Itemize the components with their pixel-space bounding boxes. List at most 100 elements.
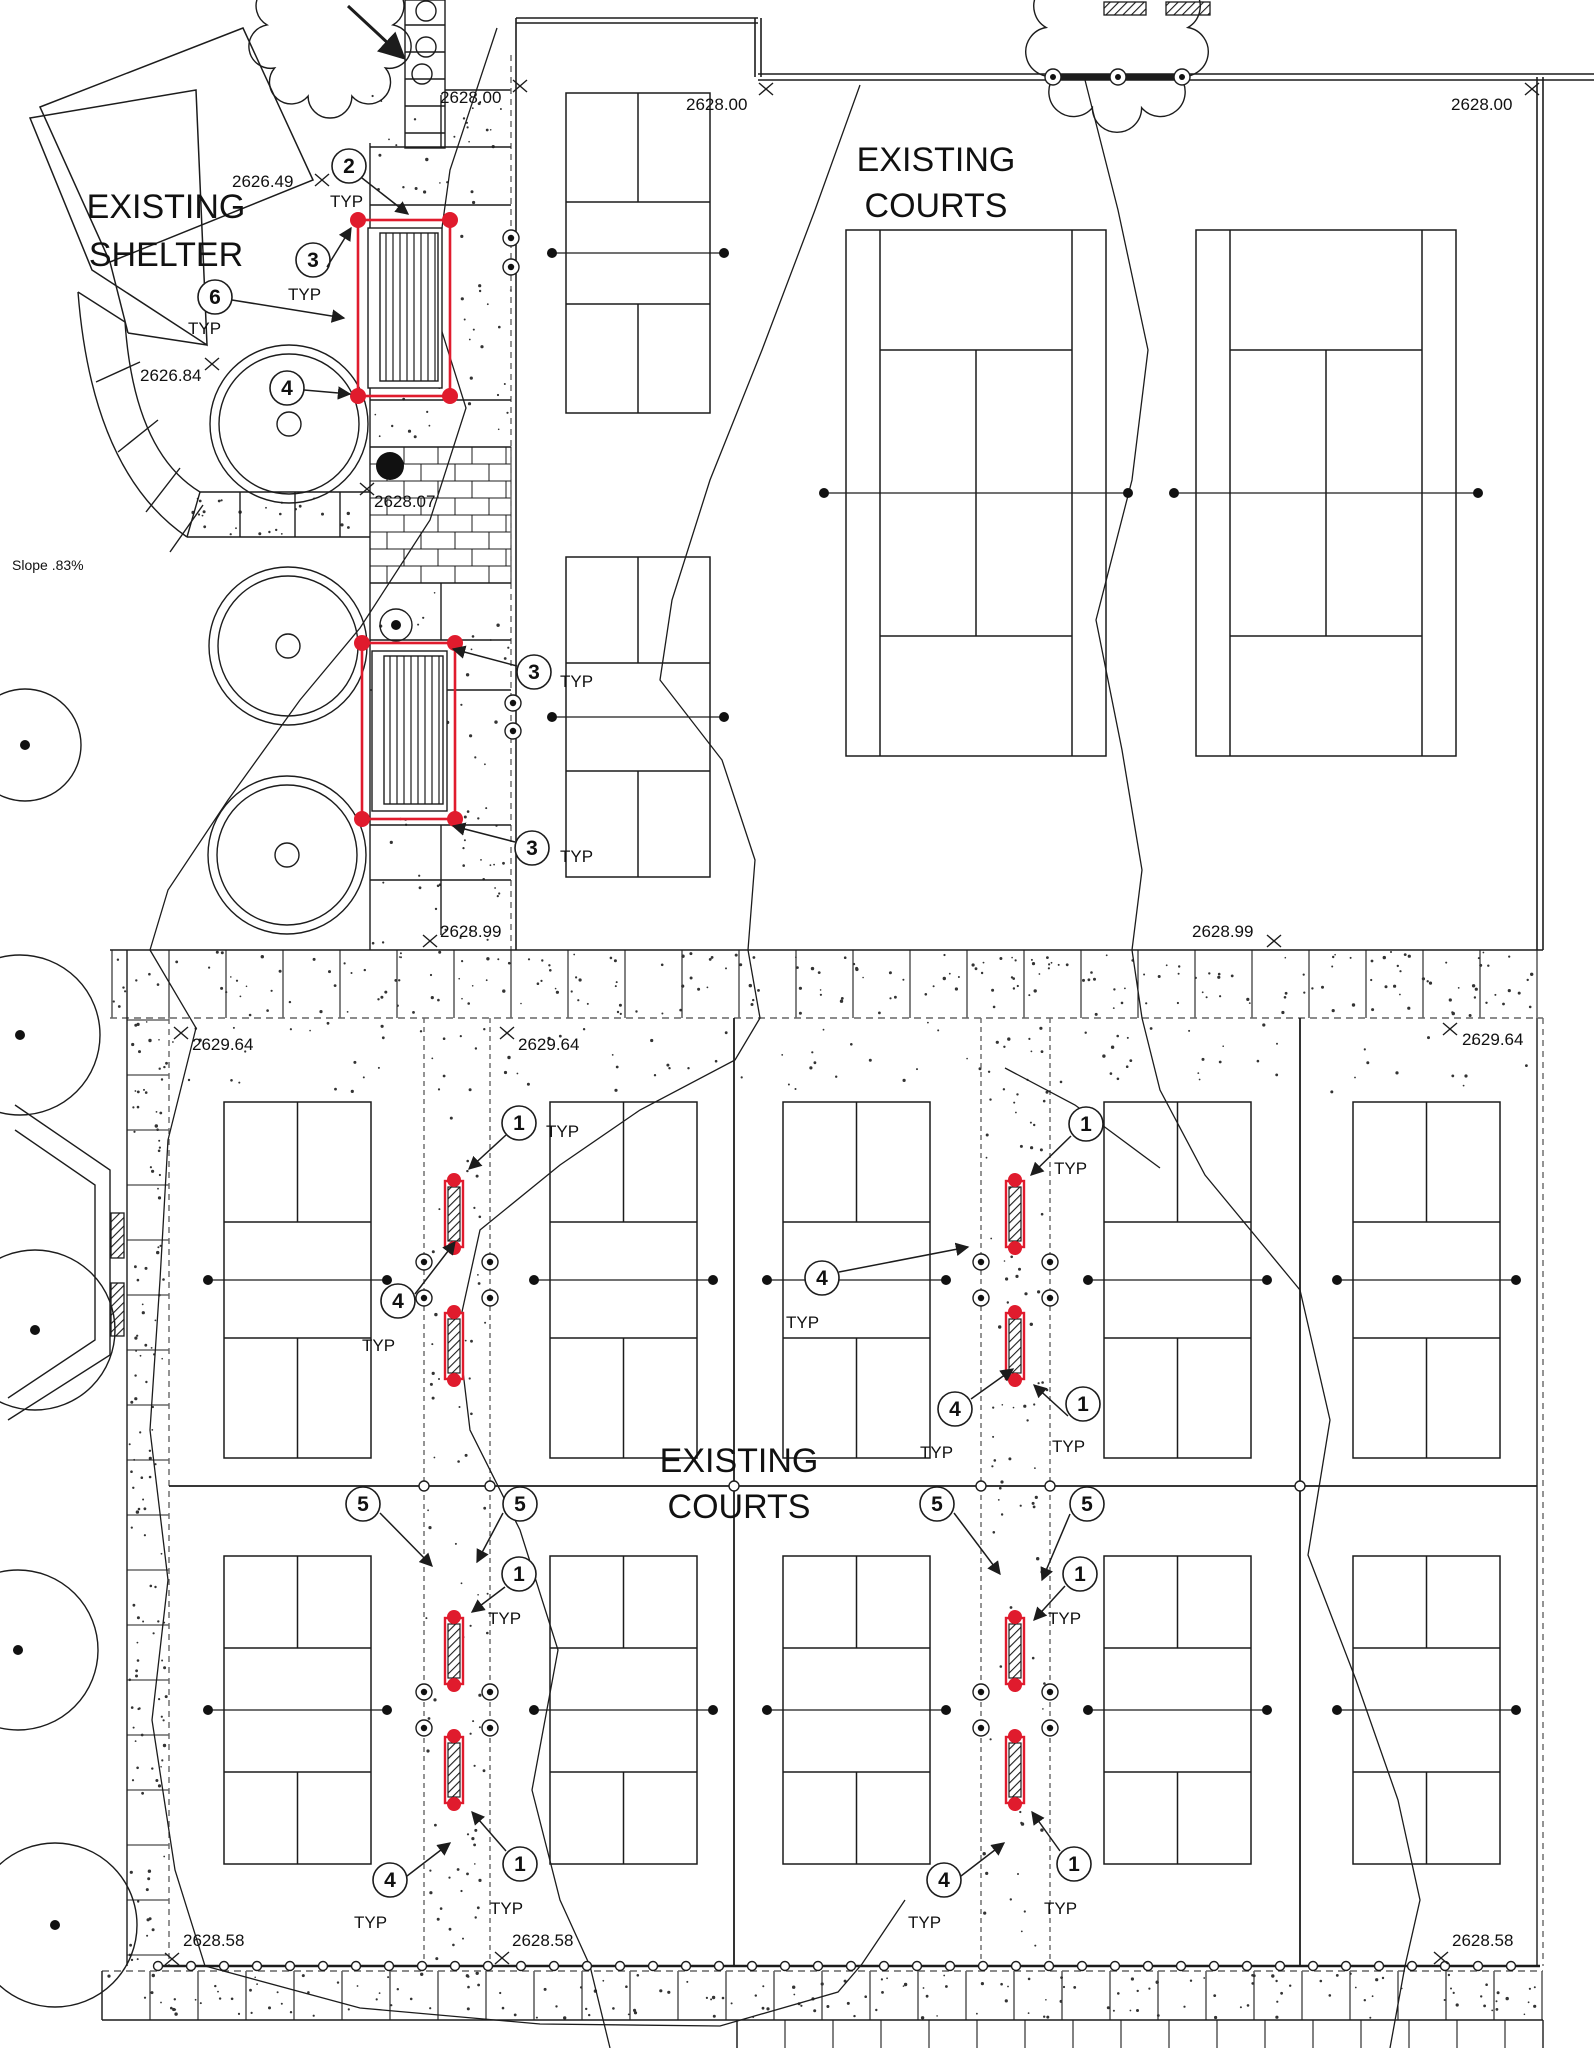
stipple-dot	[409, 1997, 413, 2001]
stipple-dot	[916, 1068, 918, 1071]
stipple-dot	[686, 1980, 689, 1983]
stipple-dot	[412, 1011, 415, 1014]
bench-corner-dot	[447, 811, 463, 827]
bottom-fence-post	[911, 1960, 923, 1972]
bottom-fence-post	[218, 1960, 230, 1972]
stipple-dot	[462, 1937, 464, 1940]
callout-leader-arrow	[960, 1842, 1006, 1877]
stipple-dot	[469, 734, 473, 738]
stipple-dot	[880, 1978, 884, 1981]
callout-typ-label: TYP	[354, 1913, 387, 1932]
stipple-dot	[846, 2001, 850, 2005]
stipple-dot	[985, 1133, 989, 1137]
stipple-dot	[465, 673, 470, 677]
gate-ring-dot	[1046, 1258, 1054, 1266]
stipple-dot	[1384, 985, 1388, 989]
stipple-dot	[974, 967, 978, 971]
stipple-dot	[473, 1764, 476, 1767]
stipple-dot	[1275, 1979, 1278, 1983]
spot-elevation-label: 2628.99	[1192, 922, 1253, 941]
stipple-dot	[135, 1510, 140, 1514]
tree-circle	[0, 1842, 138, 2008]
stipple-dot	[471, 985, 474, 987]
stipple-dot	[554, 987, 557, 990]
stipple-dot	[1050, 961, 1053, 964]
x-marker-stroke	[359, 482, 375, 496]
spot-elevation-label: 2626.49	[232, 172, 293, 191]
callout-1-circle	[501, 1556, 537, 1592]
stipple-dot	[239, 995, 242, 998]
stipple-dot	[420, 1972, 424, 1977]
stipple-dot	[878, 1011, 881, 1015]
stipple-dot	[321, 512, 324, 516]
callout-3-circle	[516, 654, 552, 690]
stipple-dot	[156, 983, 160, 986]
stipple-dot	[1275, 2015, 1279, 2019]
net-post-dot	[1262, 1705, 1272, 1715]
stipple-dot	[687, 1067, 690, 1070]
stipple-dot	[136, 1090, 140, 1094]
stipple-dot	[1450, 1987, 1452, 1990]
net-post-dot	[203, 1275, 213, 1285]
stipple-dot	[1031, 962, 1036, 966]
bench-end-dot	[1008, 1173, 1022, 1187]
bench-highlight-rect	[360, 641, 457, 821]
tree-center-dot	[13, 1645, 23, 1655]
stipple-dot	[1136, 2009, 1139, 2012]
stipple-dot	[541, 959, 544, 962]
stipple-dot	[333, 984, 337, 987]
stipple-dot	[1219, 995, 1222, 998]
net-post-dot	[382, 1275, 392, 1285]
stipple-dot	[1003, 1260, 1006, 1262]
stipple-dot	[158, 1698, 161, 1701]
stipple-dot	[1495, 2008, 1499, 2011]
x-marker-stroke	[499, 1026, 515, 1040]
callout-typ-label: TYP	[1052, 1437, 1085, 1456]
bottom-fence-post	[581, 1960, 593, 1972]
stipple-dot	[582, 1028, 586, 1031]
bench-end-dot	[1008, 1797, 1022, 1811]
stipple-dot	[472, 1720, 475, 1723]
stipple-dot	[157, 1196, 162, 1200]
stipple-dot	[840, 997, 844, 1000]
stipple-dot	[724, 1031, 728, 1035]
stipple-dot	[1354, 1986, 1357, 1989]
stipple-dot	[1033, 1403, 1036, 1406]
x-marker-stroke	[758, 82, 774, 96]
stipple-dot	[466, 126, 469, 129]
callout-leader-arrow	[451, 822, 516, 843]
existing-courts-upper-label: EXISTING	[857, 141, 1016, 179]
stipple-dot	[1494, 993, 1497, 996]
stipple-dot	[388, 138, 390, 141]
callout-leader-arrow	[470, 1586, 506, 1613]
stipple-dot	[431, 1371, 435, 1375]
stipple-dot	[456, 1868, 460, 1871]
net-post-dot	[547, 248, 557, 258]
stipple-dot	[288, 1000, 292, 1004]
stipple-dot	[754, 1994, 757, 1997]
stipple-dot	[475, 1971, 479, 1976]
stipple-dot	[1407, 954, 1411, 958]
stipple-dot	[555, 2005, 558, 2008]
stipple-left-column	[128, 1021, 168, 1962]
corridor-bench	[447, 1742, 461, 1798]
stipple-dot	[134, 1397, 138, 1401]
stipple-dot	[1480, 1995, 1483, 1998]
stipple-dot	[136, 1022, 140, 1026]
stipple-dot	[1156, 2014, 1160, 2017]
stipple-dot	[570, 990, 573, 993]
stipple-dot	[714, 1059, 718, 1063]
stipple-dot	[172, 2007, 176, 2012]
stipple-dot	[1112, 1007, 1115, 1009]
stipple-dot	[469, 376, 473, 380]
stipple-dot	[1155, 1980, 1159, 1984]
stipple-dot	[1148, 1987, 1151, 1990]
stipple-dot	[431, 1057, 434, 1060]
stipple-dot	[1033, 1123, 1036, 1127]
stipple-dot	[346, 511, 350, 516]
stipple-dot	[460, 1582, 463, 1585]
bottom-fence-post	[1109, 1960, 1121, 1972]
stipple-dot	[1178, 965, 1181, 968]
bottom-fence-post	[317, 1960, 329, 1972]
tree-center-dot	[15, 1030, 25, 1040]
